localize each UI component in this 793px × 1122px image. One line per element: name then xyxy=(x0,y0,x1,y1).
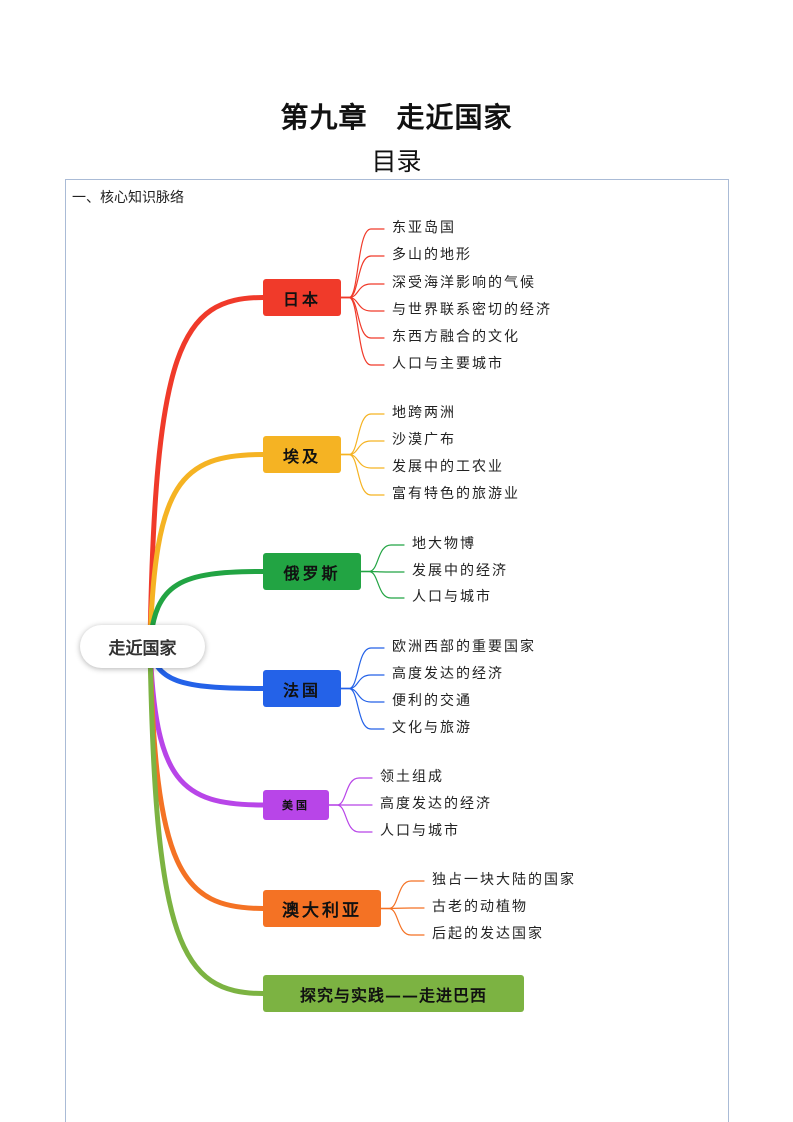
leaf-connector xyxy=(328,777,373,806)
leaf-connector xyxy=(360,570,405,599)
branch-connector xyxy=(147,642,266,996)
branch-node: 美国 xyxy=(263,790,329,820)
leaf-topic: 人口与主要城市 xyxy=(392,356,504,372)
leaf-connector xyxy=(380,907,425,936)
leaf-topic: 与世界联系密切的经济 xyxy=(392,302,552,318)
leaf-topic: 东亚岛国 xyxy=(392,220,456,236)
branch-node: 法国 xyxy=(263,670,341,707)
leaf-topic: 发展中的经济 xyxy=(412,563,508,579)
leaf-connector xyxy=(340,440,385,456)
leaf-topic: 高度发达的经济 xyxy=(380,796,492,812)
content-frame xyxy=(65,179,729,1122)
leaf-connector xyxy=(340,647,385,690)
chapter-title: 第九章 走近国家 xyxy=(280,101,513,134)
branch-node: 澳大利亚 xyxy=(263,890,381,927)
leaf-topic: 独占一块大陆的国家 xyxy=(432,872,576,888)
leaf-topic: 后起的发达国家 xyxy=(432,926,544,942)
branch-connector xyxy=(147,452,266,648)
leaf-connector xyxy=(340,674,385,690)
leaf-connector xyxy=(328,804,373,833)
leaf-connector xyxy=(340,255,385,299)
leaf-topic: 人口与城市 xyxy=(412,589,492,605)
leaf-topic: 沙漠广布 xyxy=(392,432,456,448)
leaf-connector xyxy=(340,296,385,312)
leaf-connector xyxy=(360,544,405,573)
branch-node: 探究与实践——走进巴西 xyxy=(263,975,524,1012)
leaf-connector xyxy=(340,413,385,456)
leaf-connector xyxy=(340,296,385,339)
branch-node: 埃及 xyxy=(263,436,341,473)
leaf-topic: 古老的动植物 xyxy=(432,899,528,915)
leaf-connector xyxy=(340,296,385,366)
branch-node: 日本 xyxy=(263,279,341,316)
leaf-topic: 东西方融合的文化 xyxy=(392,329,520,345)
leaf-connector xyxy=(380,880,425,910)
branch-node: 俄罗斯 xyxy=(263,553,361,590)
leaf-topic: 深受海洋影响的气候 xyxy=(392,275,536,291)
leaf-topic: 富有特色的旅游业 xyxy=(392,486,520,502)
leaf-connector xyxy=(340,687,385,703)
branch-connector xyxy=(147,295,266,648)
leaf-topic: 高度发达的经济 xyxy=(392,666,504,682)
contents-heading: 目录 xyxy=(371,147,422,176)
branch-connector xyxy=(147,569,266,648)
branch-connector xyxy=(147,642,266,808)
section-title: 一、核心知识脉络 xyxy=(72,190,184,206)
leaf-topic: 欧洲西部的重要国家 xyxy=(392,639,536,655)
leaf-topic: 人口与城市 xyxy=(380,823,460,839)
leaf-topic: 地跨两洲 xyxy=(392,405,456,421)
leaf-connector xyxy=(340,453,385,496)
leaf-topic: 多山的地形 xyxy=(392,247,472,263)
leaf-topic: 领土组成 xyxy=(380,769,444,785)
leaf-connector xyxy=(340,283,385,299)
mindmap-root-node: 走近国家 xyxy=(80,625,205,668)
leaf-connector xyxy=(340,453,385,469)
leaf-topic: 便利的交通 xyxy=(392,693,472,709)
leaf-topic: 地大物博 xyxy=(412,536,476,552)
leaf-topic: 发展中的工农业 xyxy=(392,459,504,475)
leaf-connector xyxy=(340,687,385,730)
leaf-topic: 文化与旅游 xyxy=(392,720,472,736)
